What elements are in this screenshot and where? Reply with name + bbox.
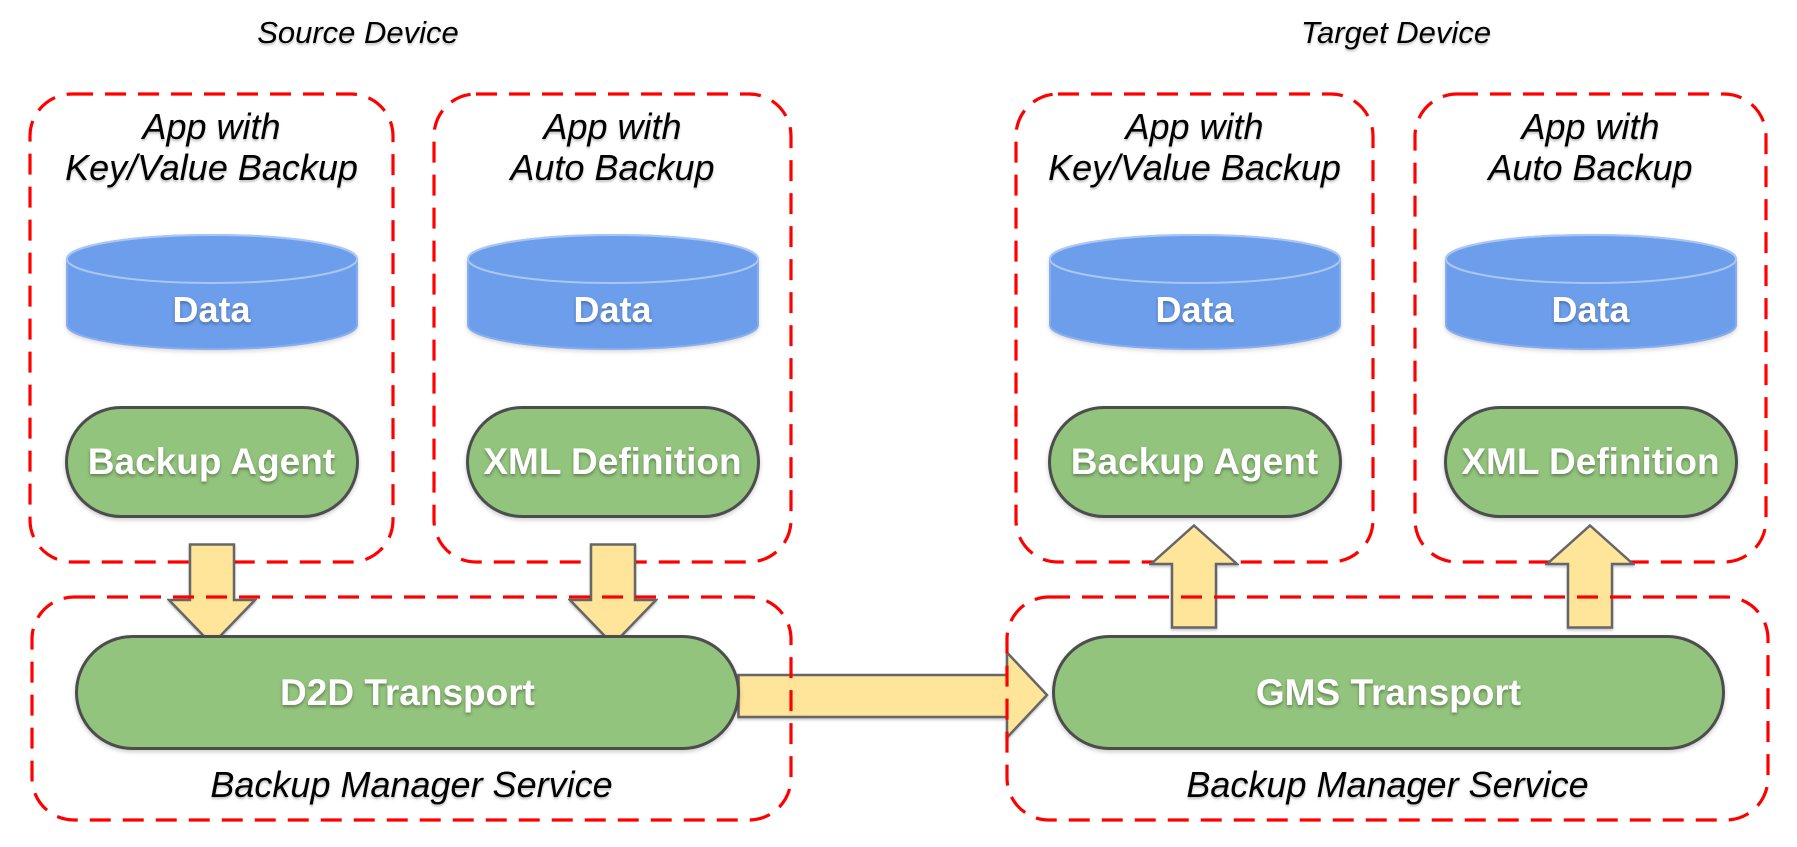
app-label-line2: Auto Backup xyxy=(1488,147,1693,188)
app-label-line2: Key/Value Backup xyxy=(65,147,358,188)
backup-manager-service-label: Backup Manager Service xyxy=(1186,764,1589,805)
data-cylinder: Data xyxy=(1444,233,1738,351)
backup-agent-pill: Backup Agent xyxy=(1047,406,1342,518)
database-cylinder-icon xyxy=(1444,234,1737,350)
database-cylinder-icon xyxy=(1048,234,1341,350)
down-arrow-icon xyxy=(167,543,257,646)
d2d-transport-bar: D2D Transport xyxy=(75,635,740,750)
app-box-source-keyvalue: App with Key/Value Backup Data Backup Ag… xyxy=(28,92,395,564)
up-arrow-icon xyxy=(1149,524,1239,629)
app-label-line1: App with xyxy=(1521,106,1660,147)
dashed-border xyxy=(1413,92,1768,564)
xml-definition-pill: XML Definition xyxy=(1443,406,1738,518)
app-box-target-keyvalue: App with Key/Value Backup Data Backup Ag… xyxy=(1014,92,1375,564)
app-label-line1: App with xyxy=(1125,106,1264,147)
data-label: Data xyxy=(1551,289,1630,330)
app-box-label: App with Key/Value Backup xyxy=(1014,106,1375,188)
dashed-border xyxy=(30,595,793,822)
backup-manager-service-box-source: D2D Transport Backup Manager Service xyxy=(30,595,793,822)
backup-manager-service-box-target: GMS Transport Backup Manager Service xyxy=(1005,595,1770,822)
data-cylinder: Data xyxy=(466,233,760,351)
data-label: Data xyxy=(172,289,251,330)
dashed-border xyxy=(1005,595,1770,822)
source-device-title: Source Device xyxy=(257,15,459,50)
app-label-line2: Key/Value Backup xyxy=(1048,147,1341,188)
data-cylinder: Data xyxy=(1048,233,1342,351)
data-label: Data xyxy=(573,289,652,330)
gms-transport-bar: GMS Transport xyxy=(1052,635,1725,750)
app-label-line1: App with xyxy=(142,106,281,147)
backup-agent-pill: Backup Agent xyxy=(64,406,359,518)
app-box-label: App with Key/Value Backup xyxy=(28,106,395,188)
backup-manager-service-label: Backup Manager Service xyxy=(210,764,613,805)
app-box-source-auto: App with Auto Backup Data XML Definition xyxy=(432,92,793,564)
data-label: Data xyxy=(1155,289,1234,330)
up-arrow-icon xyxy=(1545,524,1635,629)
app-label-line1: App with xyxy=(543,106,682,147)
database-cylinder-icon xyxy=(65,234,358,350)
app-box-target-auto: App with Auto Backup Data XML Definition xyxy=(1413,92,1768,564)
data-cylinder: Data xyxy=(65,233,359,351)
app-label-line2: Auto Backup xyxy=(510,147,715,188)
down-arrow-icon xyxy=(568,543,658,646)
xml-definition-pill: XML Definition xyxy=(465,406,760,518)
app-box-label: App with Auto Backup xyxy=(1413,106,1768,188)
database-cylinder-icon xyxy=(466,234,759,350)
app-box-label: App with Auto Backup xyxy=(432,106,793,188)
target-device-title: Target Device xyxy=(1300,15,1492,50)
